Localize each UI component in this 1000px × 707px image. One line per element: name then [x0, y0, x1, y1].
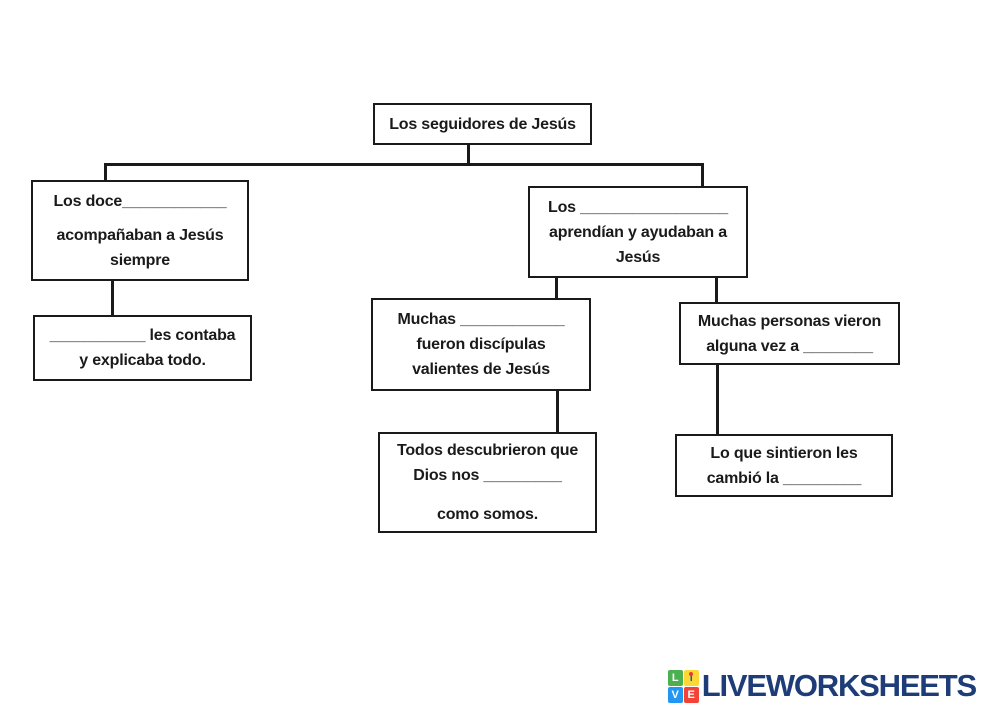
liveworksheets-wordmark: LIVEWORKSHEETS — [701, 668, 977, 703]
box-left-line3: siempre — [110, 251, 170, 269]
box-right-line3: Jesús — [615, 248, 661, 266]
box-mid-line2: fueron discípulas — [416, 336, 546, 353]
box-root: Los seguidores de Jesús — [373, 103, 592, 145]
logo-tile-i: i — [683, 669, 699, 686]
box-right-child: Lo que sintieron les cambió la _________ — [675, 434, 893, 497]
connector-left-to-child — [111, 280, 114, 316]
connector-right-to-rightmid — [715, 277, 718, 303]
box-right-mid-line1: Muchas personas vieron — [697, 312, 882, 330]
box-right-child-line2: cambió la _________ — [706, 469, 862, 487]
logo-tile-i-letter: i — [689, 671, 693, 684]
logo-tile-v: V — [667, 686, 683, 703]
box-right-child-line1: Lo que sintieron les — [710, 444, 858, 462]
box-mid-child-line3: como somos. — [437, 506, 538, 523]
box-left-line2: acompañaban a Jesús — [56, 226, 224, 244]
box-mid-line3: valientes de Jesús — [412, 361, 550, 378]
liveworksheets-tile-icon: L i V E — [667, 669, 699, 703]
logo-tile-e: E — [683, 686, 699, 703]
box-right: Los _________________ aprendían y ayudab… — [528, 186, 748, 278]
box-root-text: Los seguidores de Jesús — [389, 115, 576, 133]
box-mid: Muchas ____________ fueron discípulas va… — [371, 298, 591, 391]
connector-horizontal-bar — [104, 163, 704, 166]
box-left-child-line1: ___________ les contaba — [49, 327, 236, 344]
box-left: Los doce____________ acompañaban a Jesús… — [31, 180, 249, 281]
box-left-line1: Los doce____________ — [53, 192, 227, 210]
connector-left-drop — [104, 163, 107, 181]
logo-tile-i-dot — [689, 671, 694, 676]
connector-right-drop — [701, 163, 704, 187]
box-mid-child: Todos descubrieron que Dios nos ________… — [378, 432, 597, 533]
box-right-mid-line2: alguna vez a ________ — [706, 337, 873, 355]
connector-root-stem — [467, 145, 470, 165]
box-right-line1: Los _________________ — [548, 198, 728, 216]
box-mid-child-line1: Todos descubrieron que — [396, 442, 579, 459]
connector-right-to-mid — [555, 277, 558, 299]
box-mid-child-line2: Dios nos _________ — [413, 467, 562, 484]
connector-rightmid-to-child — [716, 364, 719, 435]
box-left-child-line2: y explicaba todo. — [79, 352, 206, 369]
logo-tile-l: L — [667, 669, 683, 686]
connector-mid-to-child — [556, 390, 559, 433]
box-left-child: ___________ les contaba y explicaba todo… — [33, 315, 252, 381]
liveworksheets-logo[interactable]: L i V E LIVEWORKSHEETS — [667, 668, 977, 703]
box-mid-line1: Muchas ____________ — [397, 311, 565, 328]
box-right-line2: aprendían y ayudaban a — [549, 223, 727, 241]
box-right-mid: Muchas personas vieron alguna vez a ____… — [679, 302, 900, 365]
